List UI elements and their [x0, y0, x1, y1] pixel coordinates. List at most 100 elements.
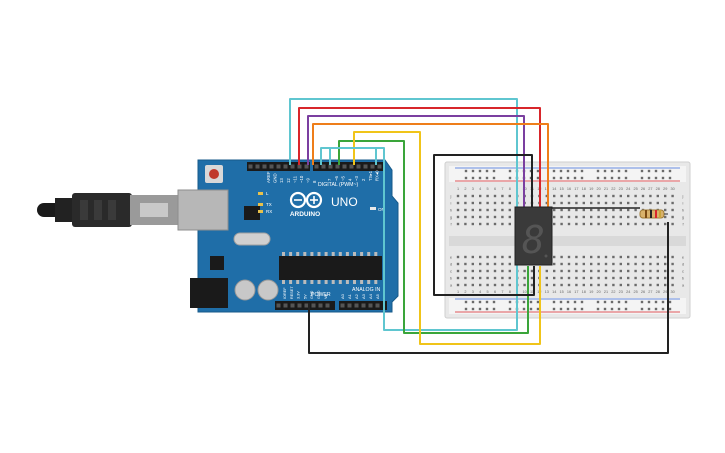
row-letter: b: [450, 276, 453, 281]
column-number: 27: [648, 290, 652, 294]
resistor[interactable]: [639, 209, 668, 219]
power-pin-label: Vin: [324, 294, 328, 299]
pin-label: ~3: [354, 175, 359, 181]
wire-black-common[interactable]: [433, 154, 535, 296]
column-number: 23: [619, 290, 623, 294]
wire-cyan-2[interactable]: [329, 147, 377, 165]
column-number: 2: [464, 187, 466, 191]
led-rx: [258, 210, 263, 213]
capacitor-1: [234, 279, 256, 301]
power-pin-label: 3.3V: [297, 291, 301, 299]
board-model: UNO: [331, 195, 358, 209]
column-number: 20: [596, 187, 600, 191]
column-number: 8: [509, 187, 511, 191]
row-letter: h: [450, 208, 452, 213]
breadboard-holes[interactable]: [456, 169, 674, 311]
power-pin-label: 5V: [303, 294, 307, 299]
usb-chip: [244, 206, 260, 220]
arduino-uno-board[interactable]: ARDUINO UNO DIGITAL (PWM~) POWER ANALOG …: [177, 159, 399, 313]
usb-cable[interactable]: [37, 193, 178, 227]
wire-red[interactable]: [298, 107, 541, 208]
row-letter: g: [450, 215, 452, 220]
row-letter: d: [450, 262, 452, 267]
column-number: 29: [663, 187, 667, 191]
column-number: 27: [648, 187, 652, 191]
column-number: 14: [552, 187, 556, 191]
column-number: 30: [670, 290, 674, 294]
analog-pin-label: A0: [340, 293, 345, 299]
pin-label: ~5: [341, 175, 346, 181]
seven-segment-display[interactable]: 8: [514, 206, 553, 266]
column-number: 19: [589, 187, 593, 191]
row-letter: f: [682, 222, 684, 227]
pin-label: ~10: [299, 175, 304, 183]
row-letter: c: [450, 269, 452, 274]
wire-purple[interactable]: [307, 115, 525, 208]
row-letter: j: [682, 194, 684, 199]
column-number: 4: [479, 290, 481, 294]
pin-label: 12: [286, 178, 291, 183]
power-label: POWER: [311, 292, 331, 298]
row-letter: h: [682, 208, 684, 213]
regulator-chip: [210, 256, 224, 270]
digital-label: DIGITAL (PWM~): [318, 182, 358, 188]
row-letter: e: [450, 255, 453, 260]
wire-orange[interactable]: [312, 123, 549, 208]
column-number: 2: [464, 290, 466, 294]
column-number: 21: [604, 187, 608, 191]
analog-pin-label: A5: [375, 293, 380, 299]
column-number: 23: [619, 187, 623, 191]
column-number: 18: [582, 187, 586, 191]
column-number: 28: [656, 187, 660, 191]
pin-label: AREF: [266, 171, 271, 183]
analog-label: ANALOG IN: [352, 287, 381, 293]
pin-label: GND: [273, 173, 278, 183]
column-number: 10: [522, 290, 526, 294]
row-letter: d: [682, 262, 684, 267]
pin-label: TX▸1: [368, 170, 373, 181]
column-number: 4: [479, 187, 481, 191]
wires[interactable]: [289, 98, 669, 354]
analog-pin-label: A3: [361, 293, 366, 299]
column-number: 28: [656, 290, 660, 294]
crystal: [233, 232, 271, 246]
column-number: 15: [559, 187, 563, 191]
pin-label: ~11: [292, 175, 297, 183]
column-number: 16: [567, 290, 571, 294]
column-number: 13: [545, 290, 549, 294]
pin-label: ~6: [334, 175, 339, 181]
row-letter: i: [683, 201, 684, 206]
row-letter: c: [682, 269, 684, 274]
column-number: 13: [545, 187, 549, 191]
row-letter: g: [682, 215, 684, 220]
atmega-chip: [279, 256, 382, 280]
row-letter: a: [450, 283, 453, 288]
digital-header-right[interactable]: [313, 162, 385, 171]
column-number: 17: [574, 187, 578, 191]
column-number: 5: [487, 187, 489, 191]
column-number: 24: [626, 187, 630, 191]
row-letter: i: [451, 201, 452, 206]
column-number: 6: [494, 290, 496, 294]
column-number: 8: [509, 290, 511, 294]
analog-pin-label: A4: [368, 293, 373, 299]
column-number: 16: [567, 187, 571, 191]
row-letter: f: [450, 222, 452, 227]
wire-yellow[interactable]: [353, 131, 541, 345]
column-number: 1: [457, 290, 459, 294]
display-digit: 8: [522, 218, 545, 262]
column-number: 14: [552, 290, 556, 294]
column-number: 6: [494, 187, 496, 191]
board-brand: ARDUINO: [290, 211, 320, 218]
column-number: 3: [472, 290, 474, 294]
led-tx: [258, 203, 263, 206]
pin-label: ~9: [306, 177, 311, 183]
wire-black-ground[interactable]: [308, 222, 669, 354]
wire-green[interactable]: [338, 140, 529, 334]
column-number: 25: [633, 187, 637, 191]
